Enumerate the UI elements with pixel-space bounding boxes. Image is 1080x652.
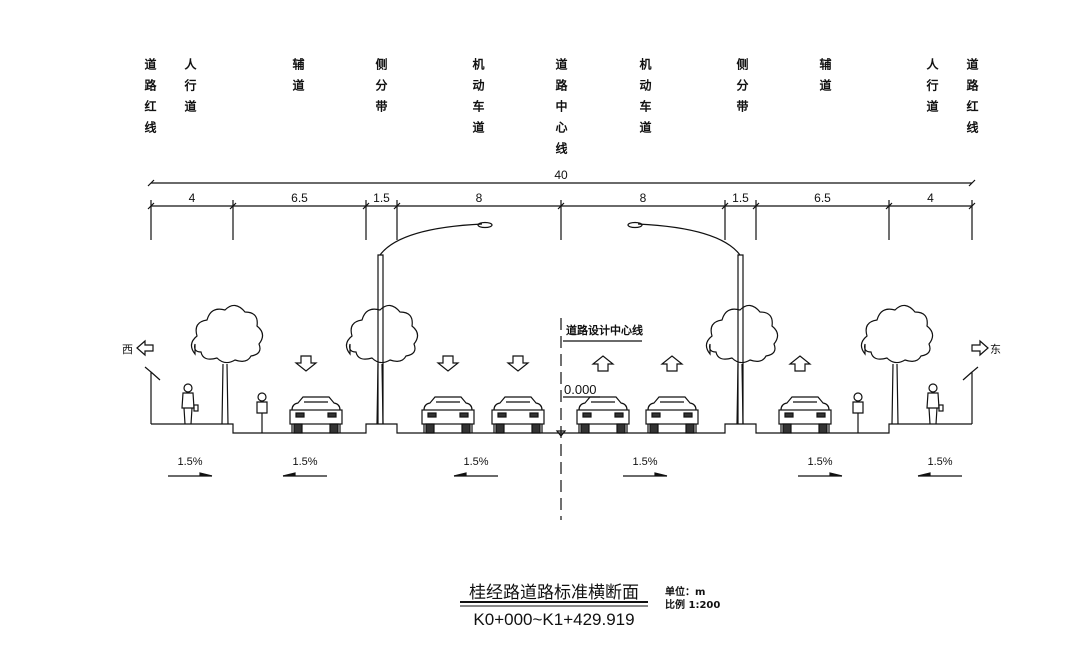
segment-width: 8 [639, 191, 647, 205]
column-label: 侧分带 [374, 58, 388, 121]
segment-width: 8 [475, 191, 483, 205]
lane-direction-down-icon [436, 355, 460, 372]
column-label: 道路红线 [143, 58, 157, 142]
street-lamp [377, 223, 483, 424]
pedestrian-icon [926, 383, 944, 425]
tree-icon [345, 304, 419, 425]
car-icon [289, 396, 343, 434]
slope-label: 1.5% [463, 456, 489, 468]
column-label: 侧分带 [735, 58, 749, 121]
column-label: 道路红线 [965, 58, 979, 142]
scale-label: 比例 1:200 [665, 600, 721, 611]
lane-direction-up-icon [591, 355, 615, 372]
tree-icon [190, 304, 264, 425]
segment-width: 6.5 [291, 191, 308, 205]
lane-direction-up-icon [660, 355, 684, 372]
segment-width: 1.5 [373, 191, 390, 205]
pedestrian-icon [181, 383, 199, 425]
column-label: 机动车道 [471, 58, 485, 142]
centerline-label: 道路设计中心线 [566, 324, 643, 337]
column-label: 辅道 [818, 58, 832, 100]
segment-width: 4 [188, 191, 196, 205]
segment-width: 6.5 [814, 191, 831, 205]
cyclist-icon [852, 392, 864, 433]
slope-arrow-icon [623, 472, 668, 477]
elevation-label: 0.000 [564, 382, 597, 397]
lamp-head [627, 221, 643, 229]
west-label: 西 [122, 343, 133, 356]
column-label: 人行道 [183, 58, 197, 121]
column-label: 辅道 [291, 58, 305, 100]
slope-label: 1.5% [177, 456, 203, 468]
slope-arrow-icon [282, 472, 327, 477]
east-boundary [962, 366, 979, 424]
tree-icon [860, 304, 934, 425]
drawing-subtitle: K0+000~K1+429.919 [473, 610, 635, 629]
column-label: 机动车道 [638, 58, 652, 142]
car-icon [491, 396, 545, 434]
street-lamp [637, 223, 744, 424]
segment-width: 1.5 [732, 191, 749, 205]
slope-label: 1.5% [632, 456, 658, 468]
unit-label: 单位：m [665, 587, 706, 598]
drawing-title: 桂经路道路标准横断面 [469, 583, 639, 602]
car-icon [645, 396, 699, 434]
column-label: 人行道 [925, 58, 939, 121]
slope-arrow-icon [168, 472, 213, 477]
car-icon [576, 396, 630, 434]
slope-arrow-icon [917, 472, 962, 477]
slope-label: 1.5% [292, 456, 318, 468]
slope-arrow-icon [453, 472, 498, 477]
lamp-head [477, 221, 493, 229]
slope-label: 1.5% [927, 456, 953, 468]
total-width: 40 [554, 168, 568, 182]
west-boundary [144, 366, 161, 424]
lane-direction-down-icon [294, 355, 318, 372]
car-icon [421, 396, 475, 434]
west-arrow-icon [136, 339, 154, 357]
column-label: 道路中心线 [554, 58, 568, 163]
car-icon [778, 396, 832, 434]
lane-direction-down-icon [506, 355, 530, 372]
segment-width: 4 [927, 191, 934, 205]
slope-arrow-icon [798, 472, 843, 477]
east-arrow-icon [971, 339, 989, 357]
east-label: 东 [990, 343, 1001, 356]
elevation-marker [555, 430, 567, 437]
dimension-lines [147, 179, 976, 240]
slope-label: 1.5% [807, 456, 833, 468]
lane-direction-up-icon [788, 355, 812, 372]
tree-icon [705, 304, 779, 425]
cyclist-icon [256, 392, 268, 433]
